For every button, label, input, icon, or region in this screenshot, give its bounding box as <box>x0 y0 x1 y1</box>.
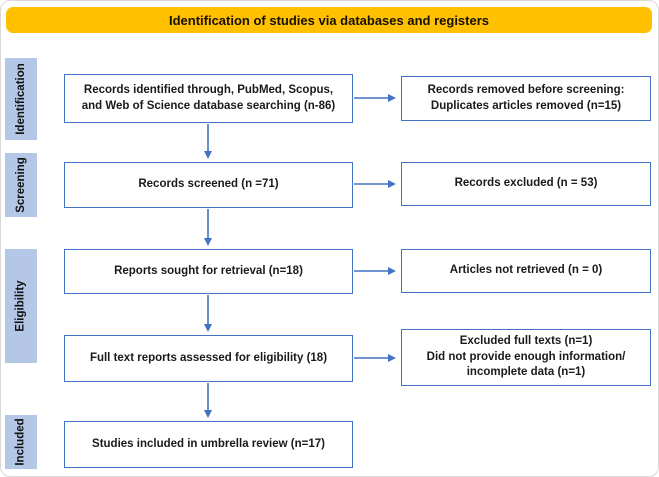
stage-label-text: Eligibility <box>15 280 27 332</box>
stage-label-text: Identification <box>15 63 27 135</box>
horizontal-arrows <box>354 94 396 362</box>
flow-box-articles-not-retrieved: Articles not retrieved (n = 0) <box>401 249 651 293</box>
stage-label-screening: Screening <box>5 153 37 217</box>
flow-box-reports-sought: Reports sought for retrieval (n=18) <box>64 249 353 294</box>
diagram-title: Identification of studies via databases … <box>6 7 652 33</box>
stage-label-identification: Identification <box>5 58 37 140</box>
flow-box-excluded-fulltexts: Excluded full texts (n=1) Did not provid… <box>401 329 651 386</box>
flow-box-records-removed: Records removed before screening: Duplic… <box>401 76 651 121</box>
flow-box-records-screened: Records screened (n =71) <box>64 162 353 208</box>
stage-label-included: Included <box>5 415 37 469</box>
stage-label-text: Included <box>15 418 27 466</box>
flow-box-records-excluded: Records excluded (n = 53) <box>401 162 651 206</box>
stage-label-text: Screening <box>15 157 28 213</box>
flow-box-records-identified: Records identified through, PubMed, Scop… <box>64 74 353 123</box>
flow-box-studies-included: Studies included in umbrella review (n=1… <box>64 421 353 468</box>
stage-label-eligibility: Eligibility <box>5 249 37 363</box>
flow-box-fulltext-assessed: Full text reports assessed for eligibili… <box>64 335 353 382</box>
